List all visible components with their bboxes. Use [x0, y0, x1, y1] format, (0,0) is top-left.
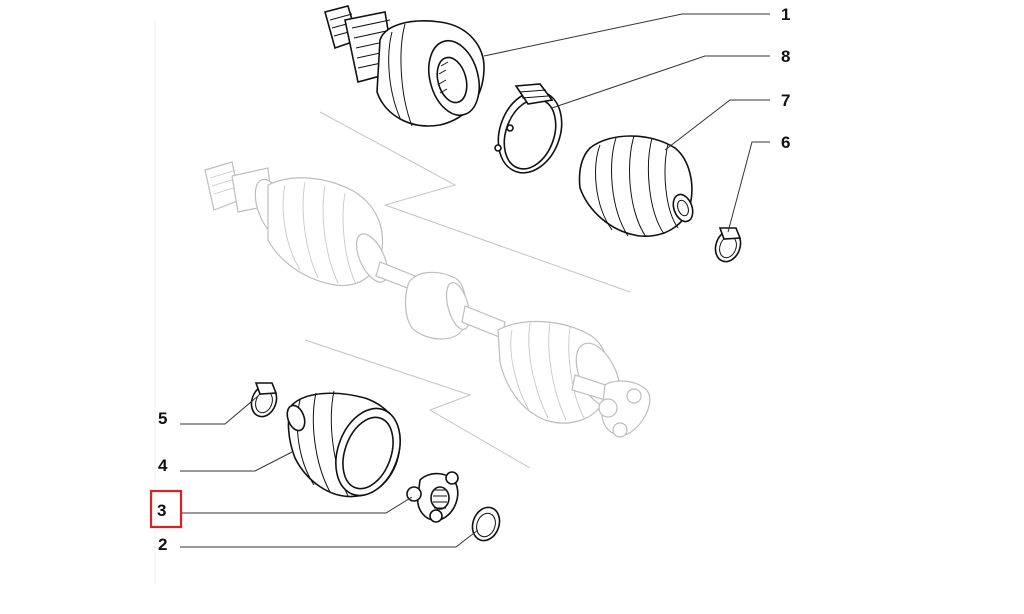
- leader-5: [180, 395, 259, 425]
- leader-lines: [180, 13, 770, 548]
- leader-6: [727, 141, 770, 233]
- part-small-clamp: [714, 227, 742, 263]
- guide-line-upper: [319, 111, 631, 293]
- callout-1: 1: [781, 5, 790, 24]
- callout-7: 7: [781, 91, 790, 110]
- callout-labels: 1 8 7 6 5 4 3 2: [149, 5, 790, 554]
- guide-line-lower: [304, 339, 531, 469]
- part-circlip: [471, 506, 501, 542]
- part-outer-cv-joint: [324, 5, 485, 127]
- callout-3[interactable]: 3: [157, 501, 166, 520]
- part-inner-small-clamp: [250, 382, 278, 418]
- callout-2: 2: [158, 535, 167, 554]
- part-large-clamp: [494, 83, 563, 174]
- callout-3-highlight-box[interactable]: [149, 489, 183, 529]
- callout-5: 5: [158, 409, 167, 428]
- leader-3: [180, 496, 413, 514]
- leader-8: [551, 55, 770, 109]
- callout-8: 8: [781, 47, 790, 66]
- part-tripod-joint: [406, 471, 459, 523]
- leader-2: [180, 529, 479, 548]
- part-outer-boot: [578, 135, 694, 238]
- leader-4: [180, 451, 293, 472]
- leader-7: [664, 99, 770, 151]
- assembled-driveshaft-ghost: [204, 111, 651, 469]
- part-inner-boot: [286, 390, 401, 498]
- callout-6: 6: [781, 133, 790, 152]
- callout-4: 4: [158, 456, 168, 475]
- leader-1: [483, 13, 770, 57]
